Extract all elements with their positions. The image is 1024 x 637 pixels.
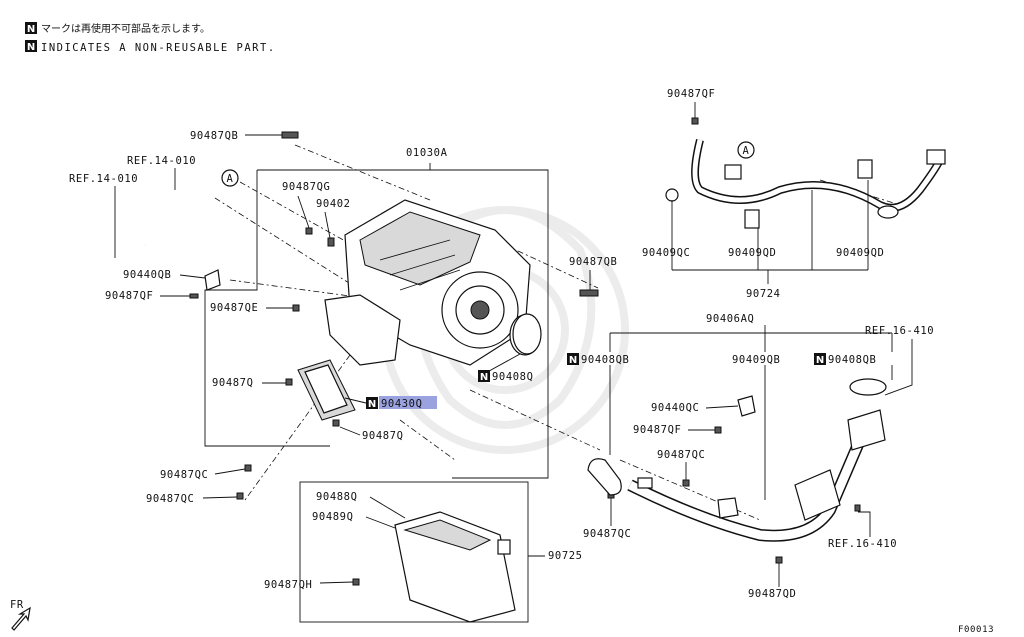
label-90487QH: 90487QH [264,579,312,591]
svg-text:N: N [569,355,577,366]
label-ref-16-410-a: REF.16-410 [865,325,934,337]
label-90487QC-mid: 90487QC [657,449,705,461]
label-90487QF-mid: 90487QF [633,424,681,436]
svg-text:A: A [743,145,750,157]
pipe-assembly-90406AQ [627,409,886,542]
label-90487Q-a: 90487Q [212,377,254,389]
label-ref-16-410-b: REF.16-410 [828,538,897,550]
label-90487QC-a: 90487QC [160,469,208,481]
svg-text:90430Q: 90430Q [381,398,423,410]
o-ring-90408Q [512,313,542,355]
label-90487QD: 90487QD [748,588,796,600]
gasket-90408QB-left [587,458,622,496]
callout-tree-90724 [671,180,869,284]
label-90487QF-top: 90487QF [667,88,715,100]
callout-a-left: A [221,169,239,187]
label-01030A: 01030A [406,147,448,159]
label-90409QD-b: 90409QD [836,247,884,259]
label-ref-14-010-a: REF.14-010 [127,155,196,167]
label-90487QC-low: 90487QC [583,528,631,540]
bolt-icons [189,117,861,586]
label-90487QF-left: 90487QF [105,290,153,302]
label-90430Q: N 90430Q [344,396,437,410]
label-90725: 90725 [548,550,583,562]
label-90440QB: 90440QB [123,269,171,281]
gasket-90408QB-right [849,378,887,396]
label-90408QB-b: N 90408QB [814,353,876,366]
canister-frame-90725 [299,481,545,623]
svg-text:A: A [227,173,234,185]
label-90440QC: 90440QC [651,402,699,414]
callout-tree-90406AQ [609,325,893,500]
label-90402: 90402 [316,198,351,210]
label-90489Q: 90489Q [312,511,354,523]
label-90409QD-a: 90409QD [728,247,776,259]
bracket-90440QC [737,395,756,417]
svg-text:N: N [480,372,488,383]
callout-a-right: A [737,141,755,159]
label-90487QG: 90487QG [282,181,330,193]
label-90487Q-b: 90487Q [362,430,404,442]
label-90487QC-b: 90487QC [146,493,194,505]
svg-text:INDICATES A NON-REUSABLE PART.: INDICATES A NON-REUSABLE PART. [41,42,276,54]
figure-code: F00013 [958,625,994,635]
gasket-90430Q [297,359,356,421]
label-90408Q: N 90408Q [478,353,534,383]
coolant-hoses [66,189,214,269]
wire-harness-90724 [665,139,946,229]
front-direction-marker: FR [10,599,31,631]
svg-text:N: N [27,42,35,53]
label-ref-14-010-b: REF.14-010 [69,173,138,185]
label-90488Q: 90488Q [316,491,358,503]
svg-text:N: N [816,355,824,366]
svg-text:N: N [27,24,35,35]
inverter-assembly [324,199,541,366]
header-note: N マークは再使用不可部品を示します。 N INDICATES A NON-RE… [25,22,276,54]
canister [394,511,516,623]
svg-text:N: N [368,399,376,410]
svg-text:90408Q: 90408Q [492,371,534,383]
label-90724: 90724 [746,288,781,300]
label-90487QE: 90487QE [210,302,258,314]
svg-text:90408QB: 90408QB [828,354,876,366]
svg-text:FR: FR [10,599,24,611]
label-90409QB: 90409QB [732,354,780,366]
svg-text:マークは再使用不可部品を示します。: マークは再使用不可部品を示します。 [41,22,210,35]
assembly-frame-01030A [204,163,549,479]
svg-text:90408QB: 90408QB [581,354,629,366]
bracket-90440QB [204,269,221,291]
label-90406AQ: 90406AQ [706,313,754,325]
label-90409QC: 90409QC [642,247,690,259]
label-90408QB-a: N 90408QB [567,353,629,366]
label-90487QB: 90487QB [190,130,238,142]
label-90487QB-right: 90487QB [569,256,617,268]
